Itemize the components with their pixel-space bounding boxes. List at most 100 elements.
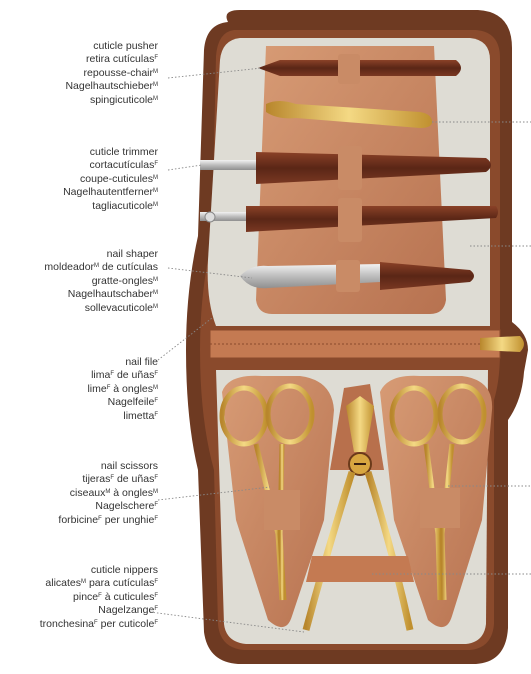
term-text: tijeras	[82, 473, 110, 485]
term-text: cortacutículas	[90, 159, 155, 171]
nail-file-term-4: limettaF	[87, 410, 158, 423]
term-tail: à cuticules	[102, 591, 155, 603]
nail-file-term-1: limaF de uñasF	[87, 369, 158, 382]
term-text: gratte-ongles	[92, 275, 153, 287]
cuticle-nippers-term-4: tronchesinaF per cuticoleF	[40, 618, 158, 631]
term-text: cuticle nippers	[91, 564, 158, 576]
term-text: tronchesina	[40, 618, 94, 630]
nail-file-term-0: nail file	[87, 356, 158, 369]
term-text: tagliacuticole	[92, 200, 153, 212]
term-text: Nagelhautentferner	[63, 186, 153, 198]
gender-marker: F	[154, 620, 158, 626]
term-tail: de cutículas	[99, 261, 158, 273]
term-text: Nagelhautschieber	[65, 80, 153, 92]
nail-shaper-term-0: nail shaper	[44, 248, 158, 261]
gender-marker: F	[154, 593, 158, 599]
term-text: nail scissors	[101, 460, 158, 472]
cuticle-pusher-term-2: repousse-chairM	[65, 67, 158, 80]
nail-file-term-3: NagelfeileF	[87, 396, 158, 409]
gender-marker: F	[154, 579, 158, 585]
term-text: lima	[91, 369, 110, 381]
cuticle-trimmer-term-2: coupe-cuticulesM	[63, 173, 158, 186]
gender-marker: F	[98, 593, 102, 599]
gender-marker: M	[153, 277, 158, 283]
gender-marker: F	[154, 161, 158, 167]
cuticle-pusher-term-3: NagelhautschieberM	[65, 80, 158, 93]
term-text: limetta	[123, 410, 154, 422]
nail-scissors-term-2: ciseauxM à onglesM	[58, 487, 158, 500]
term-text: cuticle trimmer	[90, 146, 158, 158]
gender-marker: F	[107, 385, 111, 391]
term-text: Nagelschere	[95, 500, 154, 512]
gender-marker: F	[154, 475, 158, 481]
gender-marker: F	[154, 398, 158, 404]
term-text: pince	[73, 591, 98, 603]
cuticle-nippers-term-2: pinceF à cuticulesF	[40, 591, 158, 604]
term-text: Nagelfeile	[108, 396, 155, 408]
term-tail: per cuticole	[98, 618, 155, 630]
gender-marker: M	[94, 263, 99, 269]
cuticle-pusher-term-0: cuticle pusher	[65, 40, 158, 53]
gender-marker: F	[154, 55, 158, 61]
cuticle-trimmer-term-1: cortacutículasF	[63, 159, 158, 172]
gender-marker: M	[153, 489, 158, 495]
nail-shaper-term-2: gratte-onglesM	[44, 275, 158, 288]
cuticle-trimmer-term-4: tagliacuticoleM	[63, 200, 158, 213]
nippers-leather-strap	[306, 556, 414, 582]
cuticle-nippers-term-0: cuticle nippers	[40, 564, 158, 577]
term-text: spingicuticole	[90, 94, 153, 106]
term-text: nail file	[125, 356, 158, 368]
term-text: repousse-chair	[84, 67, 153, 79]
term-text: coupe-cuticules	[80, 173, 153, 185]
gender-marker: F	[154, 371, 158, 377]
term-text: moldeador	[44, 261, 94, 273]
gender-marker: M	[153, 69, 158, 75]
label-nail-scissors: nail scissorstijerasF de uñasFciseauxM à…	[58, 460, 158, 527]
term-tail: de uñas	[114, 369, 154, 381]
nail-file-term-2: limeF à onglesM	[87, 383, 158, 396]
zipper-pull	[480, 336, 524, 352]
term-tail: per unghie	[102, 514, 155, 526]
gender-marker: M	[153, 290, 158, 296]
term-text: cuticle pusher	[93, 40, 158, 52]
term-text: Nagelzange	[98, 604, 154, 616]
term-text: retira cutículas	[86, 53, 154, 65]
gender-marker: F	[110, 475, 114, 481]
gender-marker: F	[154, 516, 158, 522]
term-text: sollevacuticole	[85, 302, 153, 314]
cuticle-nippers-term-3: NagelzangeF	[40, 604, 158, 617]
term-text: nail shaper	[107, 248, 158, 260]
gender-marker: F	[110, 371, 114, 377]
cuticle-nippers-term-1: alicatesM para cutículasF	[40, 577, 158, 590]
gender-marker: F	[154, 502, 158, 508]
gender-marker: M	[153, 175, 158, 181]
gender-marker: M	[153, 304, 158, 310]
nail-shaper-term-1: moldeadorM de cutículas	[44, 261, 158, 274]
cuticle-trimmer-term-3: NagelhautentfernerM	[63, 186, 158, 199]
nail-scissors-term-0: nail scissors	[58, 460, 158, 473]
nail-scissors-term-4: forbicineF per unghieF	[58, 514, 158, 527]
term-text: alicates	[45, 577, 81, 589]
gender-marker: F	[154, 606, 158, 612]
term-tail: à ongles	[110, 383, 153, 395]
gender-marker: M	[153, 188, 158, 194]
nail-shaper-term-3: NagelhautschaberM	[44, 288, 158, 301]
nail-scissors-term-3: NagelschereF	[58, 500, 158, 513]
term-text: ciseaux	[70, 487, 106, 499]
term-tail: para cutículas	[86, 577, 154, 589]
gender-marker: M	[153, 96, 158, 102]
cuticle-pusher-term-4: spingicuticoleM	[65, 94, 158, 107]
gender-marker: M	[153, 385, 158, 391]
gender-marker: F	[94, 620, 98, 626]
gender-marker: F	[154, 412, 158, 418]
gender-marker: F	[98, 516, 102, 522]
gender-marker: M	[81, 579, 86, 585]
nail-scissors-term-1: tijerasF de uñasF	[58, 473, 158, 486]
term-tail: de uñas	[114, 473, 154, 485]
gender-marker: M	[153, 202, 158, 208]
